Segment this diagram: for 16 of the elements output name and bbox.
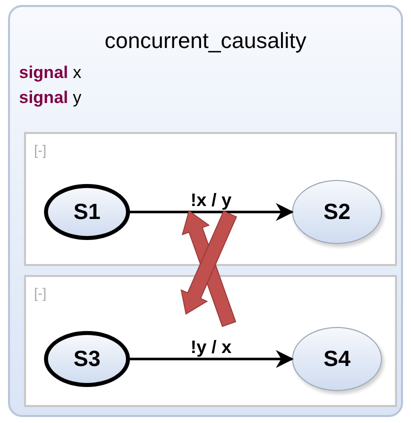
state-machine-box [8, 5, 403, 417]
signal-declaration: signal y [19, 88, 82, 108]
initial-state-ellipse: S1 [44, 184, 130, 240]
state-ellipse: S2 [292, 180, 382, 244]
region-box [24, 132, 397, 266]
edge-label: !x / y [189, 191, 233, 209]
transition-arrow [130, 350, 294, 368]
region-marker: [-] [34, 142, 46, 158]
state-ellipse: S4 [292, 327, 382, 391]
machine-title: concurrent_causality [104, 28, 308, 54]
region-box [24, 275, 397, 407]
edge-label: !y / x [189, 338, 233, 356]
region-marker: [-] [34, 285, 46, 301]
signal-declaration: signal x [19, 63, 82, 83]
initial-state-ellipse: S3 [44, 331, 130, 387]
transition-arrow [130, 203, 294, 221]
